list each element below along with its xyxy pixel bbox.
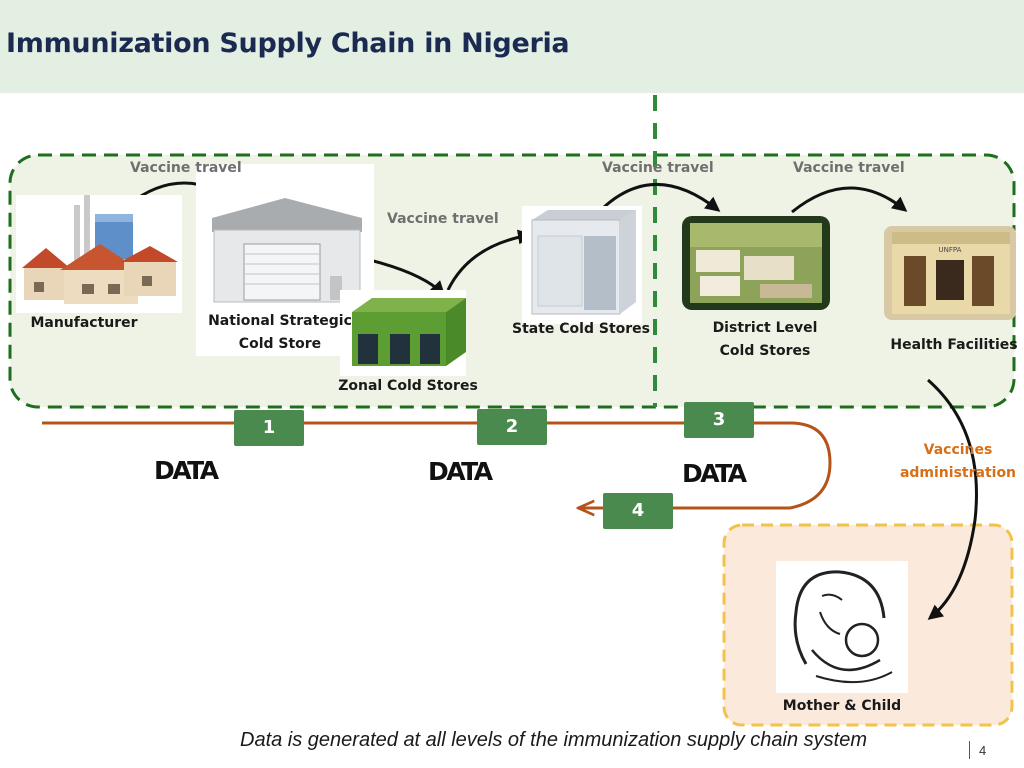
district-store-label-line1: District Level [712,320,818,336]
header-bar: Immunization Supply Chain in Nigeria [0,0,1024,93]
caption-text: Data is generated at all levels of the i… [240,729,867,751]
vaccine-travel-label-2: Vaccine travel [387,211,499,227]
vaccine-travel-label-3: Vaccine travel [602,160,714,176]
data-label-1: DATA [154,456,219,485]
data-label-2: DATA [428,457,493,486]
svg-text:UNFPA: UNFPA [939,246,962,254]
manufacturer-label: Manufacturer [30,315,138,331]
zonal-store-icon [340,290,466,376]
district-store-label-line2: Cold Stores [719,343,811,359]
travel-arrow-3 [446,229,533,291]
state-store-label: State Cold Stores [512,321,650,337]
data-flow-line [42,421,832,508]
mother-child-label: Mother & Child [782,698,902,714]
mother-child-icon [776,561,908,693]
step-box-2: 2 [477,409,547,445]
step-box-4: 4 [603,493,673,529]
travel-arrow-4 [601,183,721,212]
vaccines-administration-line1: Vaccines [923,442,993,458]
district-store-photo [682,216,830,310]
step-box-3: 3 [684,402,754,438]
travel-arrow-5 [791,186,908,214]
state-store-icon [522,206,642,324]
health-facility-photo: UNFPA [884,226,1016,320]
page-number-divider [969,741,970,759]
vaccine-travel-label-1: Vaccine travel [130,160,242,176]
health-facilities-label: Health Facilities [890,337,1018,353]
zonal-store-label: Zonal Cold Stores [338,378,478,394]
vaccines-administration-line2: administration [899,465,1017,481]
vaccine-travel-label-4: Vaccine travel [793,160,905,176]
page-title: Immunization Supply Chain in Nigeria [6,28,570,59]
data-label-3: DATA [682,459,747,488]
administration-arrow [927,378,978,620]
factory-icon [16,195,182,313]
step-box-1: 1 [234,410,304,446]
national-store-label-line1: National Strategic [208,313,352,329]
page-number: 4 [979,743,987,758]
national-store-label-line2: Cold Store [238,336,322,352]
vaccines-administration-label: Vaccines administration [886,439,1024,485]
